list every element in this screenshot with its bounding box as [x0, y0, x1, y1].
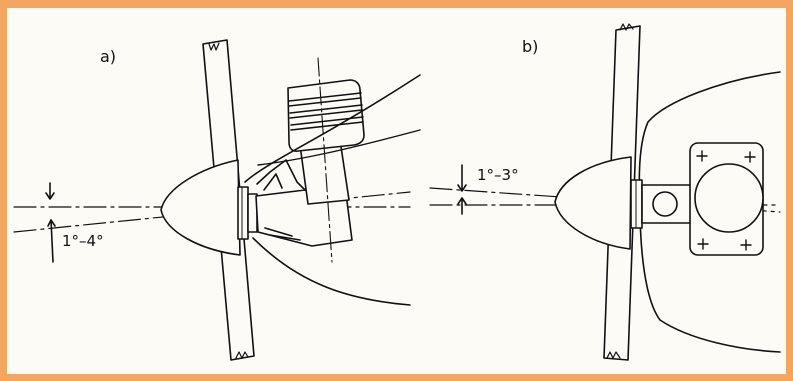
panel-b-backplate [652, 191, 678, 217]
panel-a-hub [237, 186, 249, 240]
panel-a-spinner [160, 159, 241, 256]
panel-a-angle-label: 1°–4° [62, 232, 104, 250]
panel-a-cylinder-axis [317, 57, 333, 263]
panel-b-screws [696, 150, 756, 251]
panel-a-cylinder-head [287, 79, 365, 152]
panel-b-label: b) [522, 37, 538, 56]
panel-b-angle-label: 1°–3° [477, 166, 519, 184]
panel-a-diagram: a) 1°–4° [13, 39, 421, 361]
panel-a-label: a) [100, 47, 116, 66]
panel-b-angle-marker [457, 164, 467, 215]
panel-a-angle-marker [45, 182, 56, 263]
panel-a-fuselage-upper [244, 74, 421, 183]
panel-b-engine [694, 163, 764, 233]
panel-a-fuselage-lower [252, 237, 411, 306]
panel-b-spinner [554, 156, 632, 250]
panel-b-diagram: b) 1°–3° [429, 23, 781, 361]
